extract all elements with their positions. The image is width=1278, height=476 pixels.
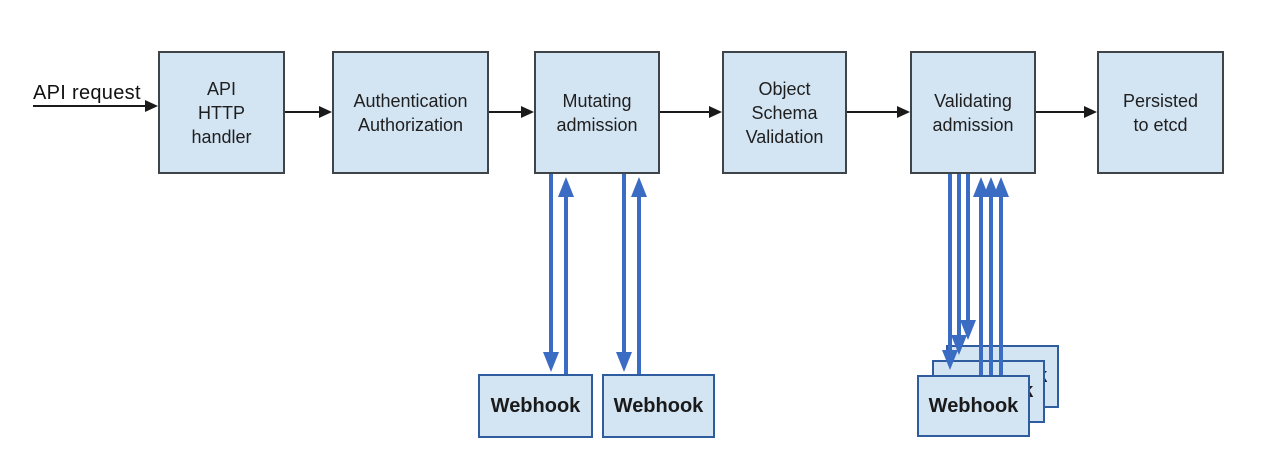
webhook-return-arrow-head-icon bbox=[558, 177, 574, 197]
webhook-return-arrow-line bbox=[999, 196, 1003, 375]
webhook-return-arrow-line bbox=[637, 196, 641, 374]
flow-arrow-head-icon bbox=[319, 106, 332, 118]
mutating-webhook-box-2: Webhook bbox=[602, 374, 715, 438]
flow-arrow-head-icon bbox=[897, 106, 910, 118]
webhook-return-arrow-head-icon bbox=[631, 177, 647, 197]
webhook-call-arrow-head-icon bbox=[960, 320, 976, 340]
webhook-call-arrow-line bbox=[549, 174, 553, 352]
webhook-return-arrow-line bbox=[979, 196, 983, 375]
box-authentication-authorization: Authentication Authorization bbox=[332, 51, 489, 174]
flow-arrow-line bbox=[660, 111, 711, 113]
box-persisted-to-etcd: Persisted to etcd bbox=[1097, 51, 1224, 174]
api-request-label: API request bbox=[33, 82, 141, 104]
api-request-arrow-line bbox=[33, 105, 147, 107]
box-mutating-admission: Mutating admission bbox=[534, 51, 660, 174]
flow-arrow-line bbox=[489, 111, 523, 113]
box-validating-admission: Validating admission bbox=[910, 51, 1036, 174]
api-request-arrow-head-icon bbox=[145, 100, 158, 112]
webhook-call-arrow-line bbox=[948, 174, 952, 350]
flow-arrow-head-icon bbox=[709, 106, 722, 118]
webhook-return-arrow-head-icon bbox=[993, 177, 1009, 197]
webhook-return-arrow-line bbox=[564, 196, 568, 374]
webhook-call-arrow-line bbox=[966, 174, 970, 320]
box-api-http-handler: API HTTP handler bbox=[158, 51, 285, 174]
box-object-schema-validation: Object Schema Validation bbox=[722, 51, 847, 174]
flow-arrow-line bbox=[847, 111, 899, 113]
webhook-call-arrow-line bbox=[622, 174, 626, 352]
webhook-return-arrow-line bbox=[989, 196, 993, 375]
webhook-call-arrow-head-icon bbox=[951, 335, 967, 355]
flow-arrow-head-icon bbox=[1084, 106, 1097, 118]
flow-arrow-line bbox=[1036, 111, 1086, 113]
webhook-call-arrow-head-icon bbox=[616, 352, 632, 372]
webhook-call-arrow-head-icon bbox=[543, 352, 559, 372]
mutating-webhook-box-1: Webhook bbox=[478, 374, 593, 438]
validating-webhook-box-front: Webhook bbox=[917, 375, 1030, 437]
webhook-call-arrow-line bbox=[957, 174, 961, 335]
flow-arrow-line bbox=[285, 111, 321, 113]
webhook-call-arrow-head-icon bbox=[942, 350, 958, 370]
flow-arrow-head-icon bbox=[521, 106, 534, 118]
